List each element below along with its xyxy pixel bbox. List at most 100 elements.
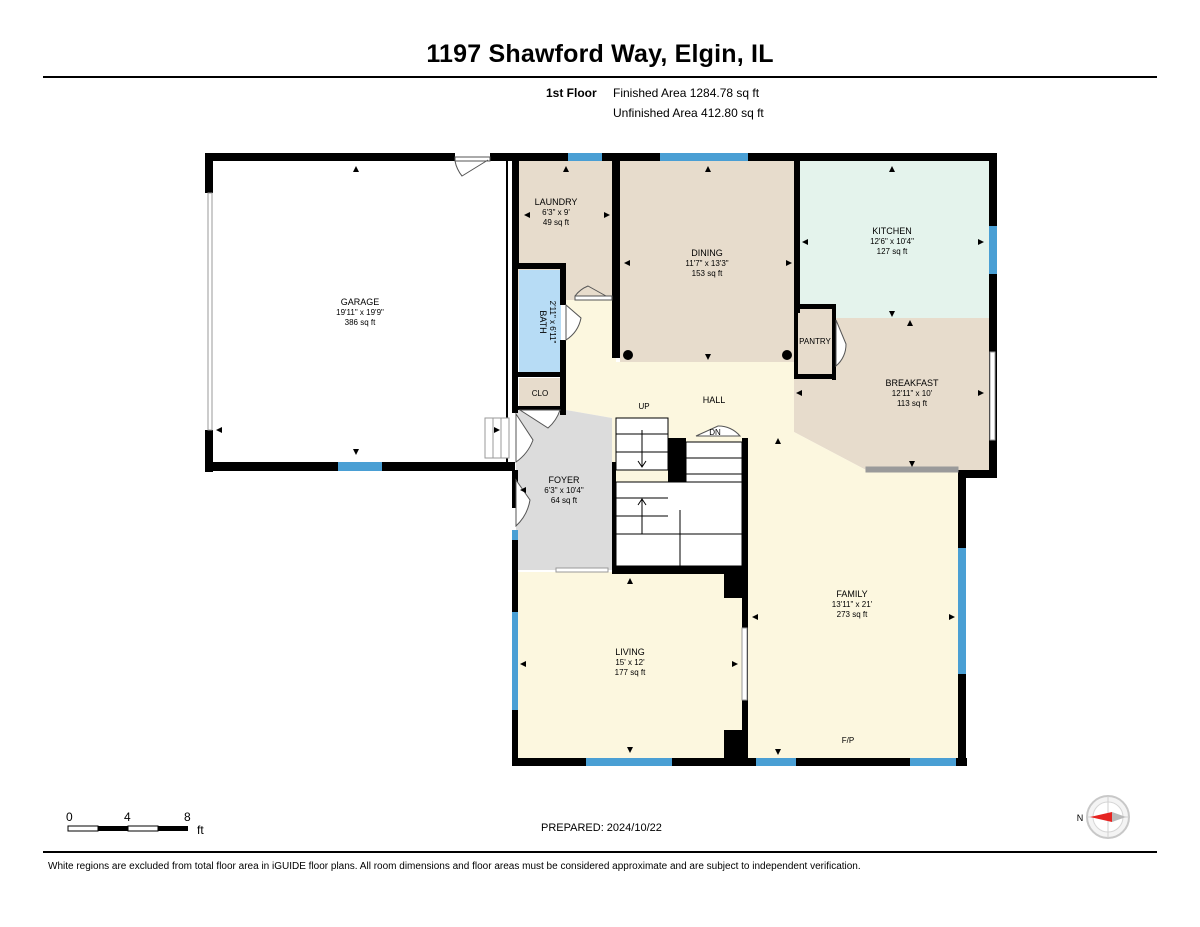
kitchen-floor: [800, 158, 990, 318]
wall: [205, 153, 213, 193]
wall: [612, 296, 620, 301]
scale-unit: ft: [197, 823, 204, 837]
wall: [506, 153, 508, 463]
scale-segment: [158, 826, 188, 831]
prepared-date: PREPARED: 2024/10/22: [541, 822, 662, 834]
hall-floor: [566, 300, 958, 758]
marker: [752, 614, 758, 620]
wall: [560, 263, 566, 305]
marker: [705, 166, 711, 172]
wall: [205, 430, 213, 472]
foyer-opening: [555, 567, 609, 573]
bath-floor: [519, 270, 561, 372]
marker: [524, 212, 530, 218]
wall: [794, 158, 800, 313]
marker: [520, 487, 526, 493]
room-fills: [210, 158, 990, 758]
marker: [353, 449, 359, 455]
marker: [732, 661, 738, 667]
bath-dims-label: 2'11" x 6'11": [548, 301, 557, 344]
wall: [560, 340, 566, 415]
kitchen-area: 127 sq ft: [877, 247, 908, 256]
foyer-floor: [516, 408, 612, 570]
marker: [353, 166, 359, 172]
room-labels: GARAGE 19'11" x 19'9" 386 sq ft LAUNDRY …: [336, 197, 939, 745]
wall: [794, 374, 836, 379]
stairs-down: DN: [709, 428, 721, 437]
window: [958, 548, 966, 674]
wall: [512, 263, 566, 269]
marker: [786, 260, 792, 266]
unfinished-area: Unfinished Area 412.80 sq ft: [613, 106, 764, 120]
marker: [889, 311, 895, 317]
wall: [205, 153, 455, 161]
foyer-dims: 6'3" x 10'4": [544, 486, 584, 495]
foyer-name: FOYER: [548, 475, 580, 485]
scale-tick-8: 8: [184, 810, 191, 824]
door-swing: [518, 409, 561, 429]
family-dims: 13'11" x 21': [832, 600, 873, 609]
wall: [612, 566, 742, 574]
garage-dims: 19'11" x 19'9": [336, 308, 384, 317]
laundry-area: 49 sq ft: [543, 218, 570, 227]
stair-arrow: [637, 498, 700, 535]
window: [660, 153, 748, 161]
window: [338, 462, 382, 471]
compass-north: N: [1077, 813, 1084, 823]
family-area: 273 sq ft: [837, 610, 868, 619]
breakfast-name: BREAKFAST: [885, 378, 939, 388]
door-swing: [515, 412, 534, 463]
laundry-name: LAUNDRY: [535, 197, 578, 207]
clo-name: CLO: [532, 389, 548, 398]
kitchen-dims: 12'6" x 10'4": [870, 237, 914, 246]
stairs-up: UP: [638, 402, 649, 411]
window: [910, 758, 956, 766]
marker: [627, 747, 633, 753]
garage-floor: [210, 158, 506, 464]
living-opening: [741, 627, 748, 701]
marker: [705, 354, 711, 360]
page-title: 1197 Shawford Way, Elgin, IL: [426, 40, 774, 68]
kitchen-name: KITCHEN: [872, 226, 912, 236]
living-name: LIVING: [615, 647, 645, 657]
door-swing: [515, 478, 531, 528]
stair-arrow: [637, 430, 647, 468]
door-swing: [835, 319, 847, 368]
marker: [889, 166, 895, 172]
finished-area: Finished Area 1284.78 sq ft: [613, 86, 760, 100]
window: [756, 758, 796, 766]
marker: [909, 461, 915, 467]
compass-needle-grey: [1112, 812, 1126, 822]
stairs: [615, 417, 743, 567]
door-swing: [565, 303, 582, 341]
marker: [604, 212, 610, 218]
foyer-area: 64 sq ft: [551, 496, 578, 505]
window: [586, 758, 672, 766]
compass-needle-red: [1090, 812, 1112, 822]
door-swing: [695, 425, 742, 437]
door-swing: [454, 156, 491, 162]
pantry-name: PANTRY: [799, 337, 831, 346]
door-swing: [574, 285, 607, 297]
window: [989, 226, 997, 274]
door-swing: [574, 295, 613, 301]
wall: [794, 304, 798, 379]
marker: [775, 438, 781, 444]
wall: [989, 153, 997, 478]
marker: [494, 427, 500, 433]
closet-floor: [519, 378, 561, 408]
wall: [612, 462, 616, 572]
wall: [512, 153, 519, 265]
breakfast-area: 113 sq ft: [897, 399, 928, 408]
header-rule: [43, 76, 1157, 78]
wall: [512, 372, 566, 377]
wall: [512, 406, 566, 410]
scale-segment: [98, 826, 128, 831]
marker: [796, 390, 802, 396]
marker: [563, 166, 569, 172]
door-swing: [454, 159, 489, 177]
wall: [512, 470, 518, 508]
living-dims: 15' x 12': [615, 658, 645, 667]
floor-label: 1st Floor: [546, 86, 597, 100]
